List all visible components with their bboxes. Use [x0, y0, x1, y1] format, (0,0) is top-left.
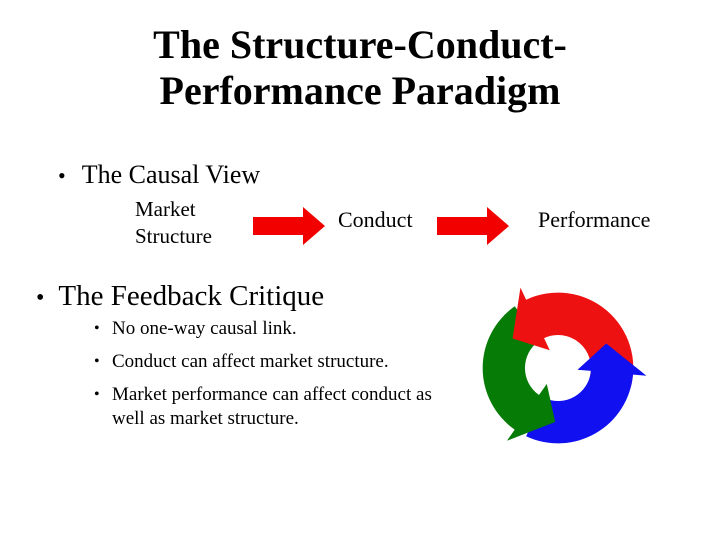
conduct-label: Conduct [338, 207, 413, 232]
cycle-arrow-green-head [507, 384, 556, 441]
market-structure-label: Market Structure [135, 197, 212, 248]
bullet-icon: • [94, 386, 100, 403]
bullet-icon: • [94, 320, 100, 337]
bullet-icon: • [94, 353, 100, 370]
cycle-arrow-blue [526, 343, 647, 444]
feedback-critique-heading-row: • The Feedback Critique [36, 279, 324, 316]
causal-view-heading-row: • The Causal View [58, 159, 260, 192]
feedback-critique-heading: The Feedback Critique [58, 280, 325, 312]
feedback-item-text: Conduct can affect market structure. [112, 351, 389, 372]
bullet-icon: • [58, 163, 66, 188]
list-item: • Market performance can affect conduct … [94, 383, 460, 431]
right-arrow-icon [437, 207, 509, 245]
feedback-item-list: • No one-way causal link. • Conduct can … [94, 317, 460, 440]
bullet-icon: • [36, 285, 45, 311]
right-arrow-icon [253, 207, 325, 245]
list-item: • No one-way causal link. [94, 317, 460, 341]
list-item: • Conduct can affect market structure. [94, 350, 460, 374]
title-line-1: The Structure-Conduct- [153, 22, 567, 67]
feedback-item-text: Market performance can affect conduct as… [112, 384, 432, 429]
title-line-2: Performance Paradigm [159, 68, 561, 113]
feedback-item-text: No one-way causal link. [112, 318, 297, 339]
right-arrow-shape [437, 207, 509, 245]
slide-title: The Structure-Conduct- Performance Parad… [0, 22, 720, 114]
right-arrow-shape [253, 207, 325, 245]
feedback-cycle-diagram [482, 287, 647, 444]
causal-view-heading: The Causal View [81, 160, 261, 189]
performance-label: Performance [538, 207, 651, 232]
